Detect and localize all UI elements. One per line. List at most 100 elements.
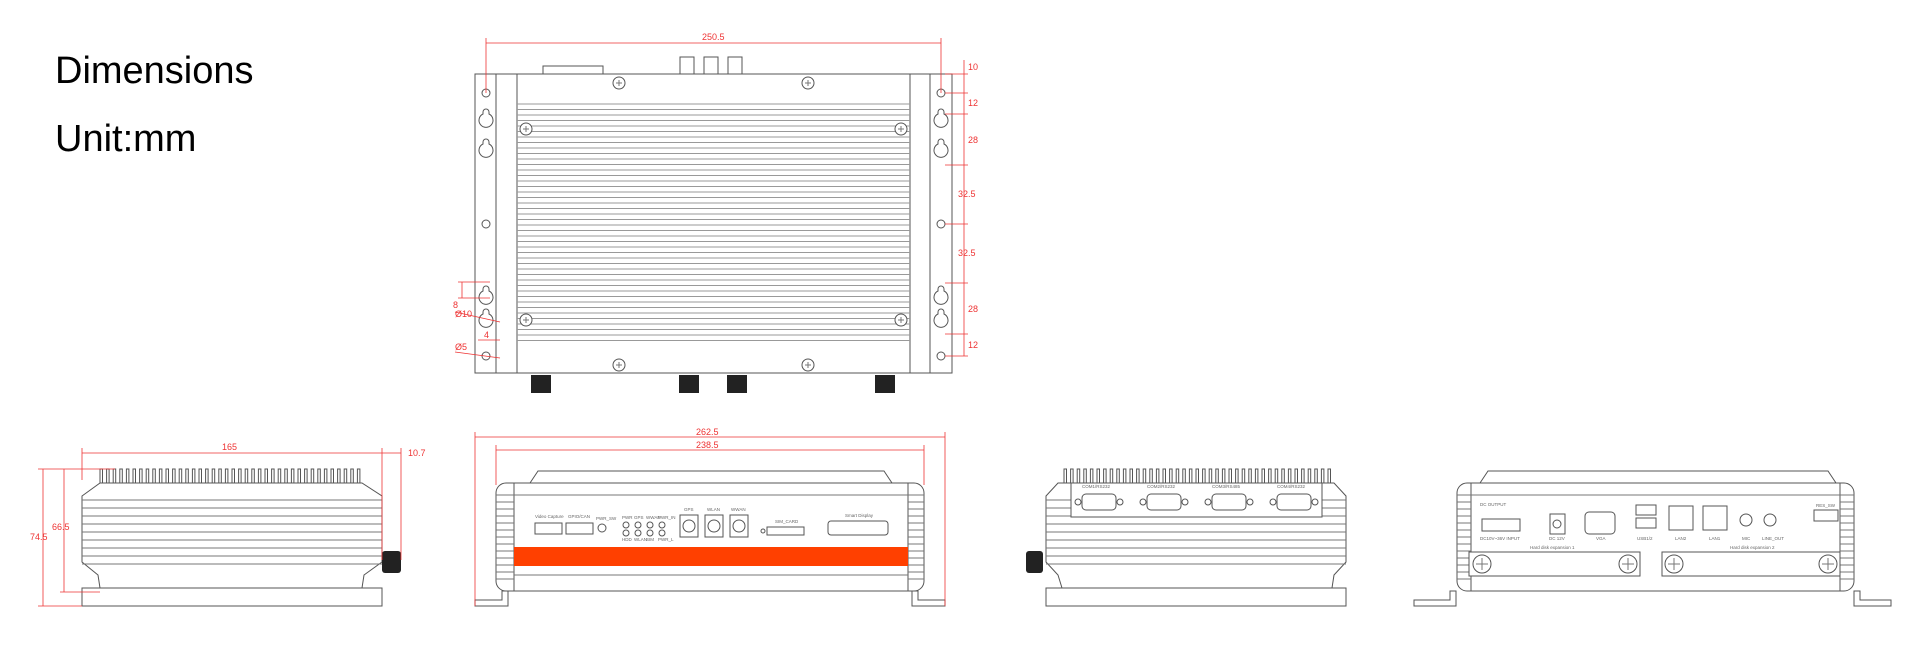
port-label: LAN2: [1675, 536, 1687, 541]
mic-jack: [1739, 513, 1753, 527]
com-port: [1146, 493, 1182, 511]
fin: [1294, 468, 1298, 484]
fin: [165, 468, 169, 484]
fin: [297, 468, 301, 484]
fin: [1241, 468, 1246, 484]
rear-view: DC10V~36V INPUT DC OUTPUT DC 12V VGA USB…: [1413, 470, 1892, 607]
fin: [152, 468, 156, 484]
fin: [271, 468, 275, 484]
fin: [310, 468, 315, 484]
fin: [1076, 468, 1081, 484]
fin: [1155, 468, 1160, 484]
fin: [1327, 468, 1331, 484]
usb-port: [1635, 504, 1657, 516]
fin: [1274, 468, 1279, 484]
fin: [211, 468, 216, 484]
fin: [99, 468, 103, 484]
fin: [139, 468, 143, 484]
screw-cross: [616, 80, 622, 86]
top-view: 250.5 10 12 28 32.5 32.5 28 12 8 Ø10 4 Ø…: [453, 32, 978, 393]
keyhole-slot: [933, 138, 949, 158]
com-screw: [1139, 498, 1147, 506]
led-indicator: [622, 529, 630, 537]
fin: [317, 468, 321, 484]
com-port: [1211, 493, 1247, 511]
led-indicator: [622, 521, 630, 529]
port-label: GPS: [684, 507, 694, 512]
dim-keyhole: Ø5: [455, 342, 467, 352]
unit-label: Unit:mm: [55, 118, 197, 160]
led-indicator: [634, 521, 642, 529]
fin: [323, 468, 328, 484]
keyhole-slot: [933, 108, 949, 128]
fin: [1195, 468, 1199, 484]
page-title: Dimensions: [55, 50, 254, 92]
led-label: PWR_L: [658, 537, 674, 542]
sim-card-slot: [766, 526, 805, 536]
port-label: COM3/RS485: [1212, 484, 1241, 489]
dim-right: 28: [968, 304, 978, 314]
fin: [1169, 468, 1173, 484]
com-screw: [1074, 498, 1082, 506]
screw-cross: [1622, 558, 1634, 570]
port-label: Hard disk expansion 2: [1730, 545, 1775, 550]
fin: [244, 468, 249, 484]
fin: [132, 468, 136, 484]
fin: [330, 468, 334, 484]
fin: [1175, 468, 1180, 484]
fin: [1221, 468, 1226, 484]
dim-knob: 10.7: [408, 448, 426, 458]
fin: [1254, 468, 1259, 484]
fin: [1083, 468, 1087, 484]
dim-height-total: 74.5: [30, 532, 48, 542]
led-label: PWR: [622, 515, 633, 520]
fin: [1202, 468, 1206, 484]
fin: [1109, 468, 1114, 484]
keyhole-slot: [478, 138, 494, 158]
fin: [224, 468, 229, 484]
led-label: WWAN: [646, 515, 661, 520]
fin: [337, 468, 341, 484]
usb-port: [1635, 517, 1657, 529]
led-indicator: [646, 521, 654, 529]
fin: [1188, 468, 1193, 484]
fin: [1268, 468, 1272, 484]
keyhole-slot: [933, 285, 949, 305]
fin: [1089, 468, 1094, 484]
fin: [231, 468, 235, 484]
dim-width-body: 238.5: [696, 440, 719, 450]
fin: [1314, 468, 1318, 484]
antenna-knob: [875, 375, 895, 393]
keyhole-slot: [933, 308, 949, 328]
led-label: HDD: [622, 537, 632, 542]
fin: [1281, 468, 1285, 484]
fin: [1136, 468, 1140, 484]
fin: [251, 468, 255, 484]
fin: [1129, 468, 1133, 484]
screw-cross: [805, 362, 811, 368]
dim-keyhole: 8: [453, 300, 458, 310]
dim-keyhole: 4: [484, 330, 489, 340]
fin: [191, 468, 196, 484]
hdd-bay-2: [1661, 551, 1841, 577]
led-label: WLAN: [634, 537, 647, 542]
fin: [1142, 468, 1147, 484]
port-label: DC OUTPUT: [1480, 502, 1506, 507]
fin: [290, 468, 295, 484]
fin: [1235, 468, 1239, 484]
reset-switch: [1813, 509, 1839, 522]
fin: [1070, 468, 1074, 484]
mount-hole: [481, 219, 491, 229]
keyhole-slot: [478, 308, 494, 328]
fin: [218, 468, 222, 484]
fin: [1162, 468, 1166, 484]
dim-keyhole: Ø10: [455, 309, 472, 319]
heatsink-fins: [517, 103, 910, 341]
video-capture-port: [534, 522, 563, 535]
dim-length: 165: [222, 442, 237, 452]
fin: [205, 468, 209, 484]
com-screw: [1116, 498, 1124, 506]
com-screw: [1311, 498, 1319, 506]
fin: [145, 468, 150, 484]
